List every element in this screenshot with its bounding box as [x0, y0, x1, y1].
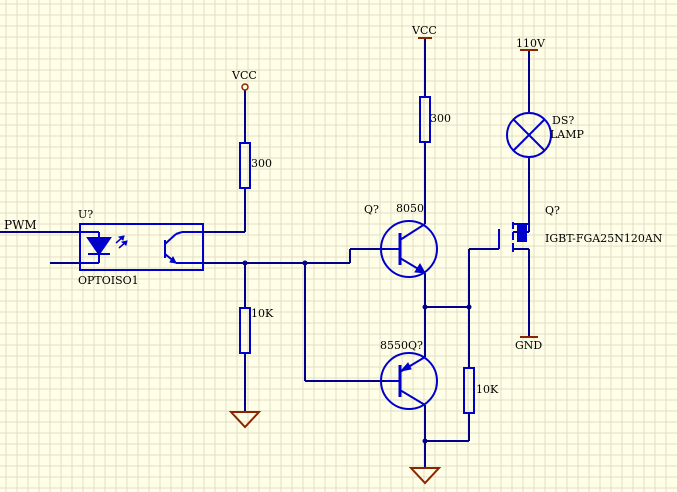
- igbt-part-label: IGBT-FGA25N120AN: [545, 232, 663, 245]
- npn-ref-label: Q?: [364, 203, 379, 216]
- pnp-ref-label: Q?: [408, 339, 423, 352]
- r10k-left-value: 10K: [251, 307, 274, 320]
- r10k-right-value: 10K: [476, 383, 499, 396]
- junction-dot: [302, 260, 308, 266]
- r300-left-value: 300: [251, 157, 272, 170]
- resistor-10k-right[interactable]: [463, 367, 475, 414]
- pnp-body: [380, 352, 438, 410]
- pnp-transistor-8550[interactable]: [380, 352, 438, 410]
- lamp-body: [506, 112, 552, 158]
- junctions: [242, 260, 472, 444]
- pwm-label: PWM: [4, 218, 37, 232]
- lamp-ref-label: DS?: [552, 114, 574, 127]
- npn-part-label: 8050: [396, 202, 424, 215]
- npn-icon: [385, 223, 426, 274]
- resistor-300-left[interactable]: [239, 142, 251, 189]
- junction-dot: [422, 304, 428, 310]
- npn-transistor-8050[interactable]: [380, 220, 438, 278]
- lamp[interactable]: [506, 112, 552, 158]
- junction-dot: [242, 260, 248, 266]
- npn-body: [380, 220, 438, 278]
- igbt-ref-label: Q?: [545, 204, 560, 217]
- labels: PWM U? OPTOISO1 VCC 300 10K VCC 300 Q? 8…: [4, 24, 663, 396]
- vcc-left-icon: [241, 83, 249, 91]
- vcc-top-label: VCC: [411, 24, 437, 37]
- ground-right-icon: [408, 467, 442, 485]
- junction-dot: [422, 438, 428, 444]
- optocoupler-body: [79, 223, 204, 271]
- optocoupler[interactable]: [79, 223, 204, 271]
- resistor-10k-left[interactable]: [239, 307, 251, 354]
- phototransistor-icon: [164, 231, 203, 264]
- led-icon: [80, 231, 128, 264]
- igbt-transistor[interactable]: [498, 222, 529, 252]
- gnd-label: GND: [515, 339, 542, 352]
- supply-110v-label: 110V: [516, 37, 546, 50]
- igbt-body-icon: [517, 224, 527, 242]
- pnp-icon: [385, 356, 426, 406]
- pnp-part-label: 8550: [380, 339, 408, 352]
- r300-top-value: 300: [430, 112, 451, 125]
- opto-name-label: OPTOISO1: [78, 274, 139, 287]
- vcc-left-label: VCC: [231, 69, 257, 82]
- lamp-name-label: LAMP: [550, 128, 585, 141]
- ground-left-icon: [228, 411, 262, 429]
- lamp-cross-icon: [513, 119, 545, 151]
- resistors: [239, 96, 475, 414]
- junction-dot: [466, 304, 472, 310]
- power-symbols: [228, 37, 538, 485]
- resistor-300-top[interactable]: [419, 96, 431, 143]
- opto-ref-label: U?: [78, 208, 93, 221]
